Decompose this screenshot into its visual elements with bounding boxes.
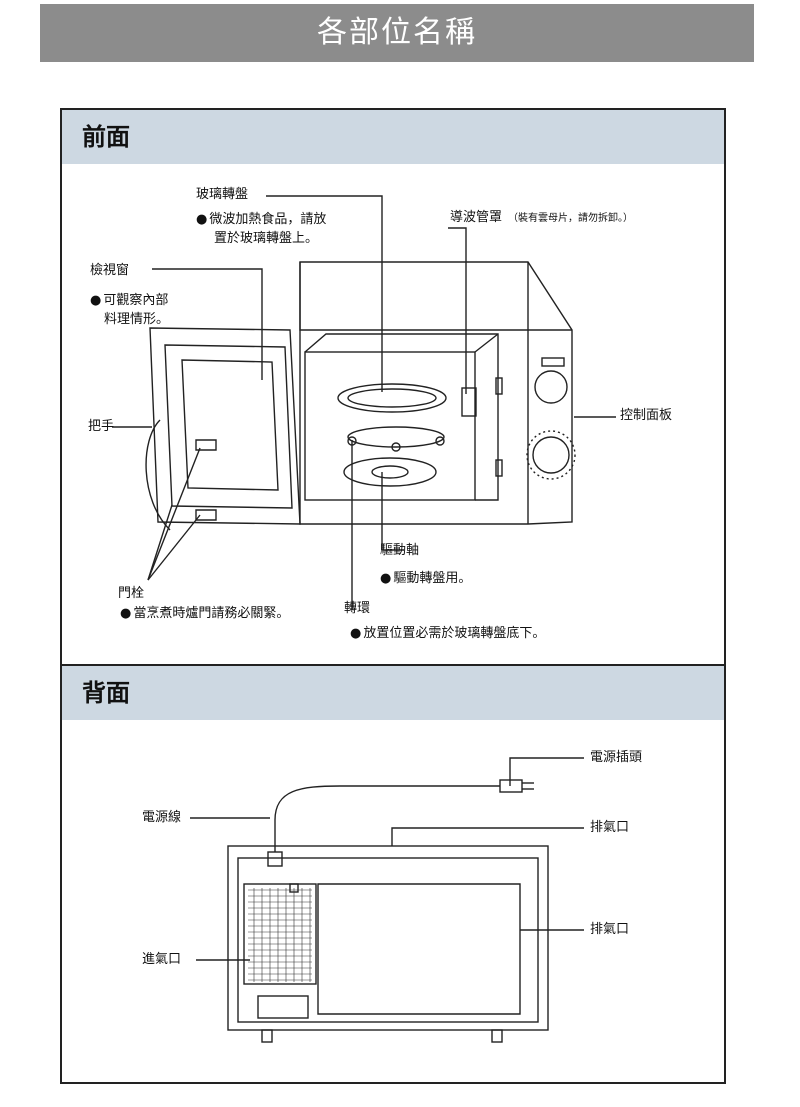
- power-plug-label: 電源插頭: [590, 750, 643, 765]
- intake-vent-label: 進氣口: [142, 952, 182, 967]
- power-cord-label: 電源線: [142, 810, 182, 825]
- rotating-ring-note: 放置位置必需於玻璃轉盤底下。: [350, 625, 545, 643]
- waveguide-note: （裝有雲母片，請勿拆卸。）: [508, 213, 633, 224]
- exhaust-vent-side-shape: [317, 883, 521, 1015]
- section-divider: [60, 664, 726, 666]
- waveguide-label: 導波管罩: [450, 210, 503, 225]
- glass-tray-note-2: 置於玻璃轉盤上。: [214, 231, 319, 246]
- door-outline: [149, 327, 301, 525]
- front-section-header: 前面: [62, 110, 724, 164]
- drive-shaft-label: 驅動軸: [380, 543, 420, 558]
- oven-back-outline: [227, 845, 549, 1031]
- waveguide-cover-shape: [461, 387, 477, 417]
- viewing-window-shape: [181, 359, 279, 491]
- power-dial: [534, 370, 568, 404]
- back-section-title: 背面: [82, 679, 130, 707]
- content-frame: [60, 108, 726, 1084]
- power-plug-shape: [499, 779, 523, 793]
- viewing-window-note-2: 料理情形。: [104, 312, 170, 327]
- rotating-ring-label: 轉環: [344, 601, 371, 616]
- oven-cavity: [304, 351, 476, 501]
- rotating-ring-shape: [347, 426, 445, 448]
- door-latch-note: 當烹煮時爐門請務必關緊。: [120, 605, 289, 623]
- glass-tray-shape: [337, 383, 447, 413]
- front-section-title: 前面: [82, 123, 130, 151]
- back-section-header: 背面: [62, 666, 724, 720]
- intake-vent-shape: [243, 883, 317, 985]
- door-latch-label: 門栓: [118, 586, 145, 601]
- handle-shape: [145, 419, 171, 531]
- timer-dial: [532, 436, 570, 474]
- viewing-window-label: 檢視窗: [90, 263, 130, 278]
- handle-label: 把手: [88, 419, 115, 434]
- door-latch-lower: [195, 509, 217, 521]
- exhaust-top-label: 排氣口: [590, 820, 630, 835]
- oven-top-face: [299, 262, 529, 331]
- door-latch-upper: [195, 439, 217, 451]
- drive-shaft-shape: [371, 465, 409, 479]
- glass-tray-label: 玻璃轉盤: [196, 187, 249, 202]
- glass-tray-note-1: 微波加熱食品，請放: [196, 211, 326, 229]
- control-panel-label: 控制面板: [620, 408, 673, 423]
- viewing-window-note-1: 可觀察內部: [90, 292, 168, 310]
- exhaust-side-label: 排氣口: [590, 922, 630, 937]
- page-title: 各部位名稱: [317, 15, 477, 50]
- header-banner: 各部位名稱: [40, 4, 754, 62]
- power-cord-shape: [274, 785, 500, 852]
- drive-shaft-note: 驅動轉盤用。: [380, 570, 471, 588]
